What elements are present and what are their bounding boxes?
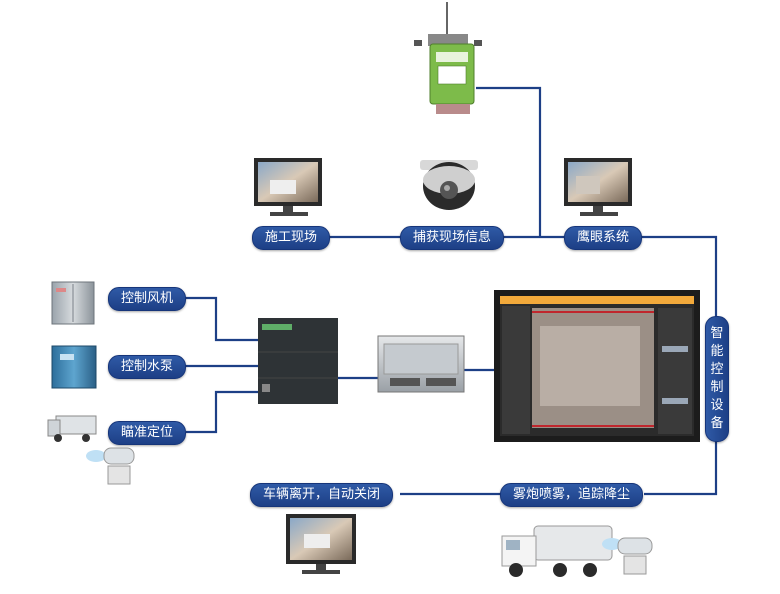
connector-lines xyxy=(184,86,718,496)
monitor-construction-site xyxy=(254,158,322,216)
label-construction-site: 施工现场 xyxy=(252,226,331,250)
fan-cabinet xyxy=(51,281,95,325)
control-software-monitor xyxy=(494,290,700,442)
plc-controller xyxy=(258,318,338,404)
industrial-pc xyxy=(377,335,465,393)
truck-left xyxy=(47,415,97,442)
label-aim-position: 瞄准定位 xyxy=(108,421,187,445)
monitor-bottom xyxy=(286,514,356,574)
fog-cannon-left xyxy=(86,447,135,485)
label-eagle-eye: 鹰眼系统 xyxy=(564,226,643,250)
label-control-pump: 控制水泵 xyxy=(108,355,187,379)
dust-monitor-station xyxy=(414,2,482,114)
label-control-fan: 控制风机 xyxy=(108,287,187,311)
label-capture-info: 捕获现场信息 xyxy=(400,226,505,250)
label-vehicle-leave: 车辆离开，自动关闭 xyxy=(250,483,394,507)
dome-camera xyxy=(420,160,478,210)
label-fog-cannon: 雾炮喷雾，追踪降尘 xyxy=(500,483,644,507)
fog-cannon-truck xyxy=(501,525,653,577)
label-smart-control-device: 智 能 控 制 设 备 xyxy=(705,316,729,442)
water-pump-cabinet xyxy=(51,345,97,389)
monitor-eagle-eye xyxy=(564,158,632,216)
